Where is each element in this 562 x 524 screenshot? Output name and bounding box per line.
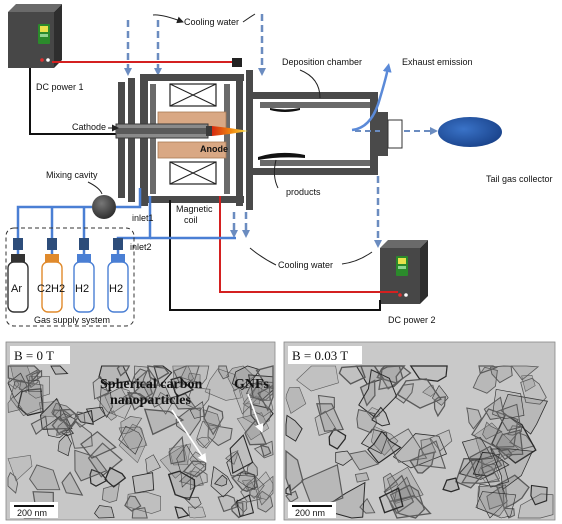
tail-gas-collector-label: Tail gas collector <box>486 174 553 184</box>
cooling-bottom-leader-left <box>249 247 277 266</box>
exhaust-emission-label: Exhaust emission <box>402 57 473 67</box>
magnetic-coil-label-2: coil <box>184 215 198 225</box>
tem-image-right: B = 0.03 T 200 nm <box>283 341 556 521</box>
gas-line-ar <box>16 205 92 262</box>
cooling-water-top-label: Cooling water <box>184 17 239 27</box>
dc-power-1-label: DC power 1 <box>36 82 84 92</box>
gas-label-c2h2: C2H2 <box>37 283 65 295</box>
dc-power-2-box <box>380 240 428 304</box>
products-leader <box>273 159 279 189</box>
gas-label-ar: Ar <box>11 283 22 295</box>
cooling-bottom-leader-right <box>341 251 373 265</box>
ground-wire-2 <box>169 200 381 311</box>
products-label: products <box>286 187 321 197</box>
tem-left-annotation-spherical-1: Spherical carbon <box>100 377 202 392</box>
terminal-1 <box>232 58 242 67</box>
mixing-cavity <box>92 195 116 219</box>
deposition-leader <box>299 69 321 99</box>
tem-image-left: B = 0 T Spherical carbon nanoparticles G… <box>5 341 276 521</box>
deposition-chamber-label: Deposition chamber <box>282 57 362 67</box>
gas-bottle-c2h2 <box>41 254 63 313</box>
gas-valves <box>13 238 123 250</box>
mixing-leader <box>87 181 103 195</box>
tem-right-field-label: B = 0.03 T <box>292 348 348 363</box>
tem-right-texture <box>285 365 554 519</box>
cathode-label: Cathode <box>72 122 106 132</box>
tail-gas-collector <box>438 117 502 147</box>
anode-label: Anode <box>200 144 228 154</box>
gas-supply-box <box>5 227 135 327</box>
ground-wire-1 <box>29 68 116 135</box>
gas-label-h2-a: H2 <box>75 283 89 295</box>
gas-bottle-ar <box>7 254 29 313</box>
cooling-leader-left <box>152 14 184 24</box>
tem-arrow-spherical <box>171 409 207 463</box>
tem-left-field-label: B = 0 T <box>14 348 54 363</box>
gas-label-h2-b: H2 <box>109 283 123 295</box>
magnetic-coil-label-1: Magnetic <box>176 204 213 214</box>
plasma-arc <box>212 126 248 136</box>
mixing-cavity-label: Mixing cavity <box>46 170 98 180</box>
power-wire-2 <box>219 196 398 293</box>
dc-power-1-box <box>8 4 62 68</box>
tem-left-scale-bar-label: 200 nm <box>17 508 47 518</box>
tem-arrow-gnfs <box>247 393 264 433</box>
inlet1-label: inlet1 <box>132 213 154 223</box>
cooling-leader-right <box>242 13 256 23</box>
tem-left-texture <box>7 365 274 519</box>
cooling-water-bottom-label: Cooling water <box>278 260 333 270</box>
reactor-body <box>115 70 403 210</box>
tem-left-annotation-spherical-2: nanoparticles <box>110 393 191 408</box>
gas-line-inlet1 <box>116 188 142 209</box>
inlet2-label: inlet2 <box>130 242 152 252</box>
gas-supply-label: Gas supply system <box>34 315 110 325</box>
exhaust-arrow <box>351 63 392 132</box>
gas-bottle-h2-b <box>107 254 129 313</box>
gas-bottle-h2-a <box>73 254 95 313</box>
tem-left-annotation-gnfs: GNFs <box>234 377 270 392</box>
dc-power-2-label: DC power 2 <box>388 315 436 325</box>
tem-right-scale-bar-label: 200 nm <box>295 508 325 518</box>
